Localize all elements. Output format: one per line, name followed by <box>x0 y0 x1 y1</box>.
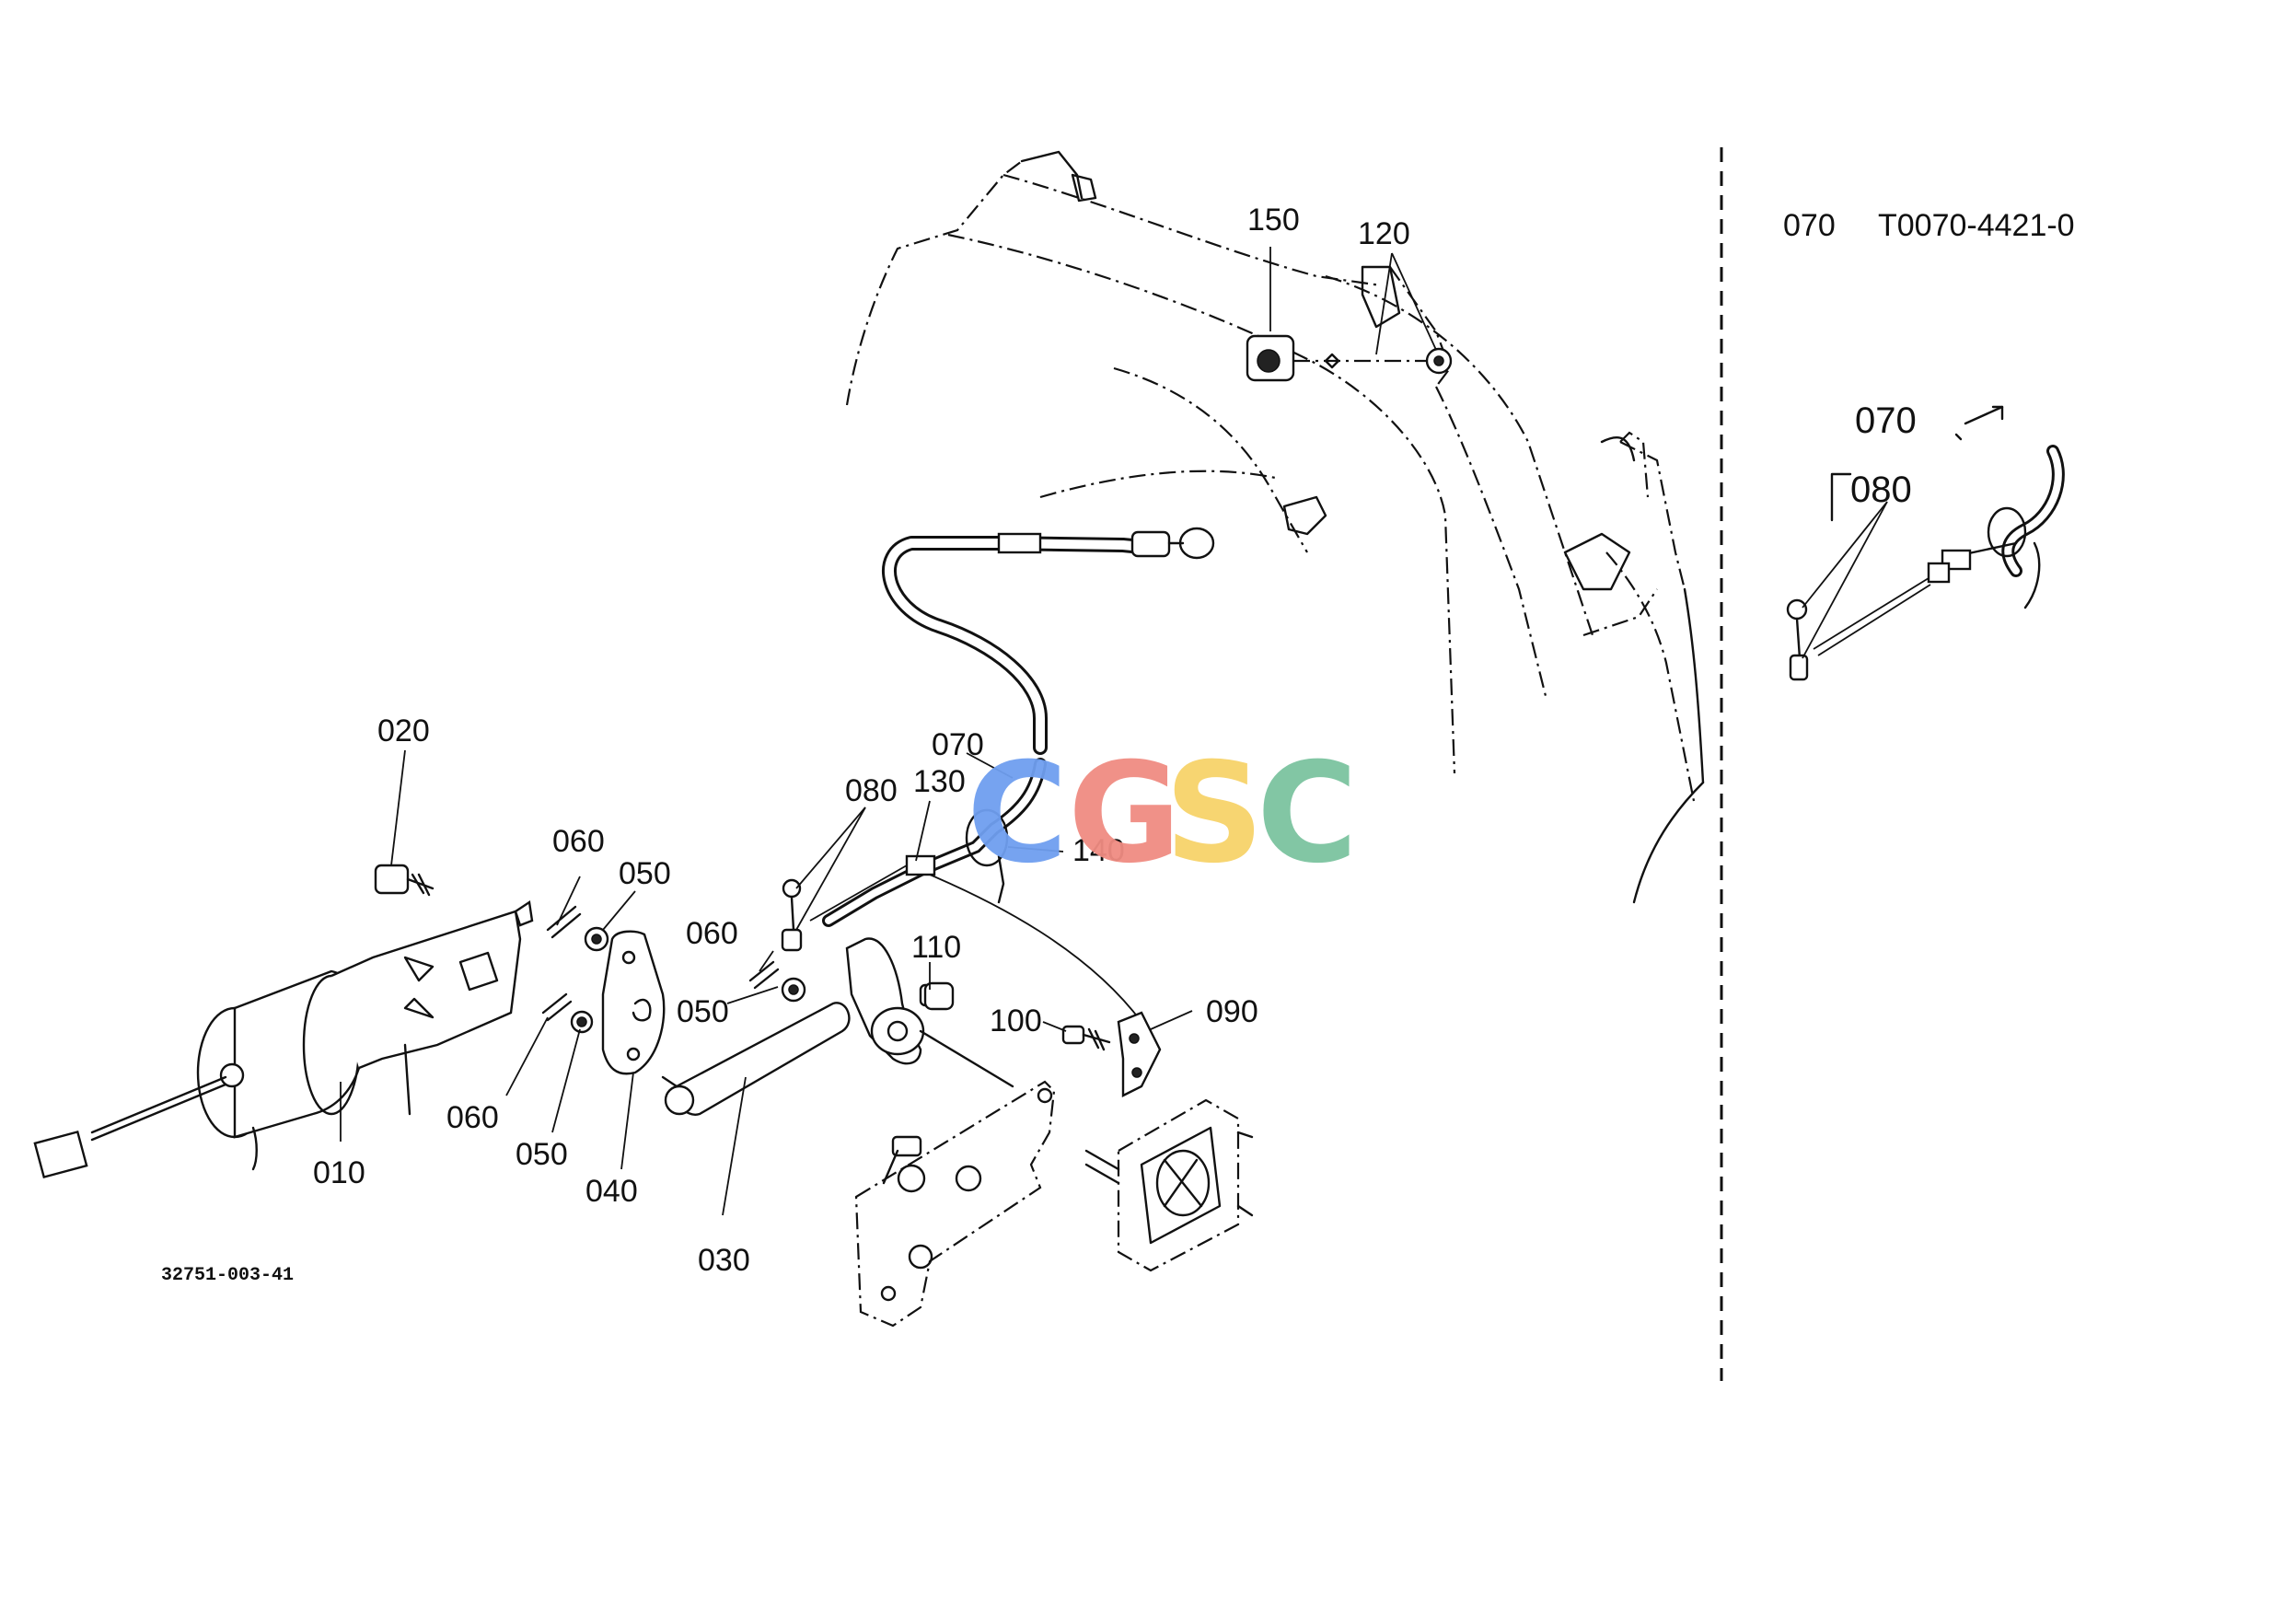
callout-150: 150 <box>1247 203 1300 238</box>
solenoid-010 <box>33 899 534 1179</box>
callout-060-top: 060 <box>552 824 605 859</box>
pins-and-washers <box>541 905 806 1034</box>
callout-080: 080 <box>845 773 898 808</box>
watermark-letter-2: G <box>1068 734 1181 894</box>
callout-050-mid: 050 <box>677 994 729 1029</box>
stop-110 <box>923 981 955 1011</box>
bolt-020 <box>374 864 435 897</box>
cable-clip-140 <box>965 808 1009 904</box>
screws-080 <box>781 878 803 952</box>
callout-060-low: 060 <box>446 1100 499 1135</box>
stay-090 <box>1117 1011 1162 1097</box>
throttle-cable <box>809 527 1215 1023</box>
watermark-letter-1: C <box>967 734 1068 894</box>
callout-050-top: 050 <box>619 856 671 891</box>
callout-050-low: 050 <box>516 1137 568 1172</box>
washer-120 <box>1293 347 1453 375</box>
watermark-logo: C G S C <box>967 734 1358 894</box>
inset-callout-070: 070 <box>1855 400 1917 441</box>
inset-callout-080: 080 <box>1850 470 1912 510</box>
callout-140: 140 <box>1072 833 1125 868</box>
callout-060-mid: 060 <box>686 916 738 951</box>
bolt-100 <box>1061 1025 1111 1051</box>
callout-130: 130 <box>913 764 966 799</box>
rod-030 <box>661 1002 851 1116</box>
diagram-id: 32751-003-41 <box>161 1265 294 1286</box>
callout-030: 030 <box>698 1243 750 1278</box>
callout-090: 090 <box>1206 994 1258 1029</box>
callout-labels: 020 060 050 080 070 130 140 060 110 050 … <box>161 203 2075 1286</box>
callout-120: 120 <box>1358 216 1410 251</box>
callout-010: 010 <box>313 1155 365 1190</box>
watermark-letter-3: S <box>1165 734 1264 894</box>
lever-plate-040 <box>601 930 666 1075</box>
callout-110: 110 <box>911 930 961 965</box>
governor-housing <box>1084 1098 1254 1272</box>
watermark-letter-4: C <box>1257 734 1358 894</box>
callout-020: 020 <box>377 713 430 748</box>
inset-header-part-number: T0070-4421-0 <box>1878 208 2075 243</box>
inset-detail <box>1786 405 2065 681</box>
mounting-bracket <box>854 1080 1056 1328</box>
callout-070: 070 <box>932 727 984 762</box>
callout-100: 100 <box>990 1003 1042 1038</box>
callout-040: 040 <box>585 1174 638 1209</box>
inset-header-ref: 070 <box>1783 208 1836 243</box>
nut-150 <box>1246 334 1295 382</box>
leader-lines <box>390 247 1437 1216</box>
